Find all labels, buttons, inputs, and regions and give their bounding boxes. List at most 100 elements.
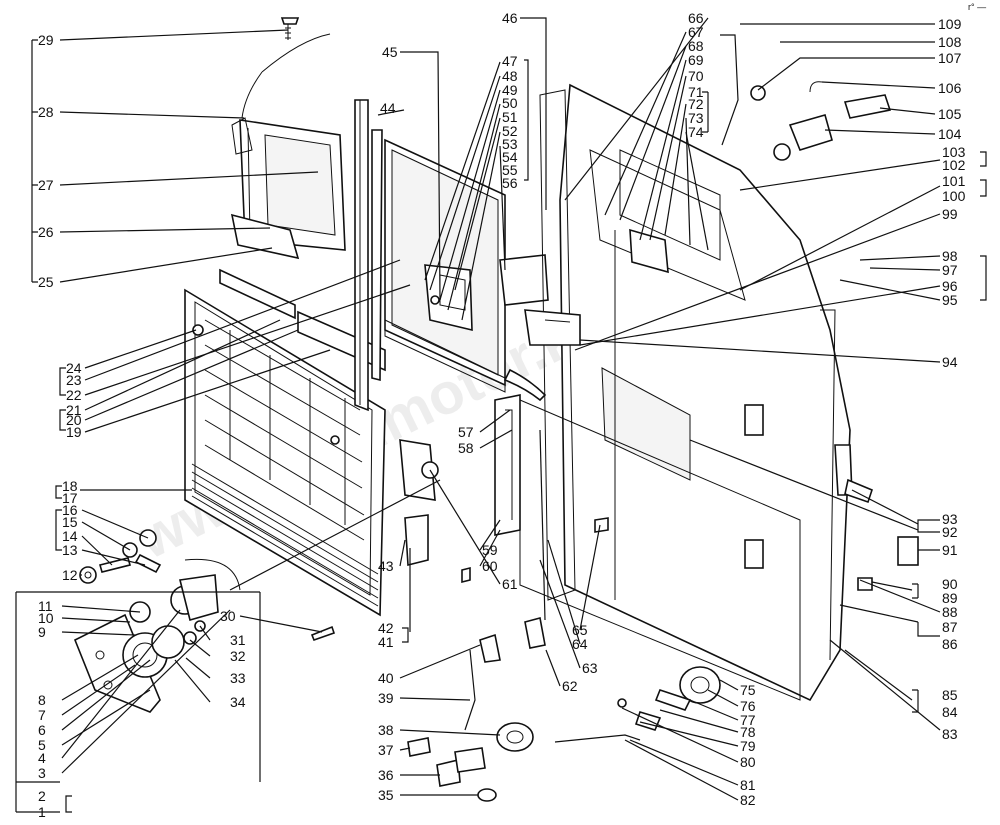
label-84: 84	[942, 704, 958, 720]
fasteners	[79, 529, 534, 802]
label-107: 107	[938, 50, 962, 66]
label-70: 70	[688, 68, 704, 84]
label-75: 75	[740, 682, 756, 698]
label-77: 77	[740, 712, 756, 728]
label-90: 90	[942, 576, 958, 592]
label-108: 108	[938, 34, 962, 50]
label-96: 96	[942, 278, 958, 294]
label-7: 7	[38, 707, 46, 723]
label-72: 72	[688, 96, 704, 112]
label-47: 47	[502, 53, 518, 69]
label-100: 100	[942, 188, 966, 204]
label-15: 15	[62, 514, 78, 530]
label-69: 69	[688, 52, 704, 68]
label-103: 103	[942, 144, 966, 160]
label-80: 80	[740, 754, 756, 770]
label-105: 105	[938, 106, 962, 122]
corner-mark: r° —	[968, 2, 986, 12]
label-58: 58	[458, 440, 474, 456]
regulator-bracket	[424, 264, 473, 332]
label-41: 41	[378, 634, 394, 650]
label-87: 87	[942, 619, 958, 635]
label-30: 30	[220, 608, 236, 624]
label-73: 73	[688, 110, 704, 126]
label-26: 26	[38, 224, 54, 240]
label-82: 82	[740, 792, 756, 808]
label-28: 28	[38, 104, 54, 120]
label-2: 2	[38, 788, 46, 804]
label-17: 17	[62, 490, 78, 506]
leader-lines	[15, 17, 987, 813]
label-4: 4	[38, 750, 46, 766]
label-39: 39	[378, 690, 394, 706]
label-46: 46	[502, 10, 518, 26]
label-71: 71	[688, 84, 704, 100]
label-81: 81	[740, 777, 756, 793]
label-12: 12	[62, 567, 78, 583]
label-104: 104	[938, 126, 962, 142]
label-44: 44	[380, 100, 396, 116]
label-48: 48	[502, 68, 518, 84]
label-94: 94	[942, 354, 958, 370]
label-50: 50	[502, 95, 518, 111]
label-86: 86	[942, 636, 958, 652]
label-56: 56	[502, 175, 518, 191]
door-lock	[494, 254, 549, 536]
label-1: 1	[38, 804, 46, 820]
label-85: 85	[942, 687, 958, 703]
label-8: 8	[38, 692, 46, 708]
label-10: 10	[38, 610, 54, 626]
vent-window-assembly	[230, 17, 346, 260]
label-67: 67	[688, 24, 704, 40]
label-106: 106	[938, 80, 962, 96]
label-95: 95	[942, 292, 958, 308]
label-92: 92	[942, 524, 958, 540]
label-24: 24	[66, 360, 82, 376]
label-42: 42	[378, 620, 394, 636]
label-93: 93	[942, 511, 958, 527]
label-36: 36	[378, 767, 394, 783]
label-98: 98	[942, 248, 958, 264]
label-102: 102	[942, 157, 966, 173]
label-74: 74	[688, 124, 704, 140]
label-59: 59	[482, 542, 498, 558]
label-53: 53	[502, 136, 518, 152]
label-31: 31	[230, 632, 246, 648]
label-55: 55	[502, 162, 518, 178]
label-60: 60	[482, 558, 498, 574]
label-76: 76	[740, 698, 756, 714]
bottom-right-parts	[554, 536, 919, 743]
label-40: 40	[378, 670, 394, 686]
label-20: 20	[66, 412, 82, 428]
label-11: 11	[38, 598, 53, 614]
label-91: 91	[942, 542, 958, 558]
label-97: 97	[942, 262, 958, 278]
label-68: 68	[688, 38, 704, 54]
label-57: 57	[458, 424, 474, 440]
part-labels: 29 28 27 26 25 24 23 22 21 20 19 18 17 1…	[38, 10, 966, 820]
label-29: 29	[38, 32, 54, 48]
label-79: 79	[740, 738, 756, 754]
label-43: 43	[378, 558, 394, 574]
label-63: 63	[582, 660, 598, 676]
label-19: 19	[66, 424, 82, 440]
label-6: 6	[38, 722, 46, 738]
label-16: 16	[62, 502, 78, 518]
door-inner-panel	[519, 83, 851, 702]
label-89: 89	[942, 590, 958, 606]
label-83: 83	[942, 726, 958, 742]
label-25: 25	[38, 274, 54, 290]
label-35: 35	[378, 787, 394, 803]
door-glass	[354, 99, 506, 412]
label-33: 33	[230, 670, 246, 686]
label-65: 65	[572, 622, 588, 638]
label-54: 54	[502, 149, 518, 165]
label-3: 3	[38, 765, 46, 781]
label-27: 27	[38, 177, 54, 193]
label-51: 51	[502, 109, 518, 125]
label-23: 23	[66, 372, 82, 388]
outer-handle-lock	[720, 34, 892, 161]
label-88: 88	[942, 604, 958, 620]
label-32: 32	[230, 648, 246, 664]
label-66: 66	[688, 10, 704, 26]
